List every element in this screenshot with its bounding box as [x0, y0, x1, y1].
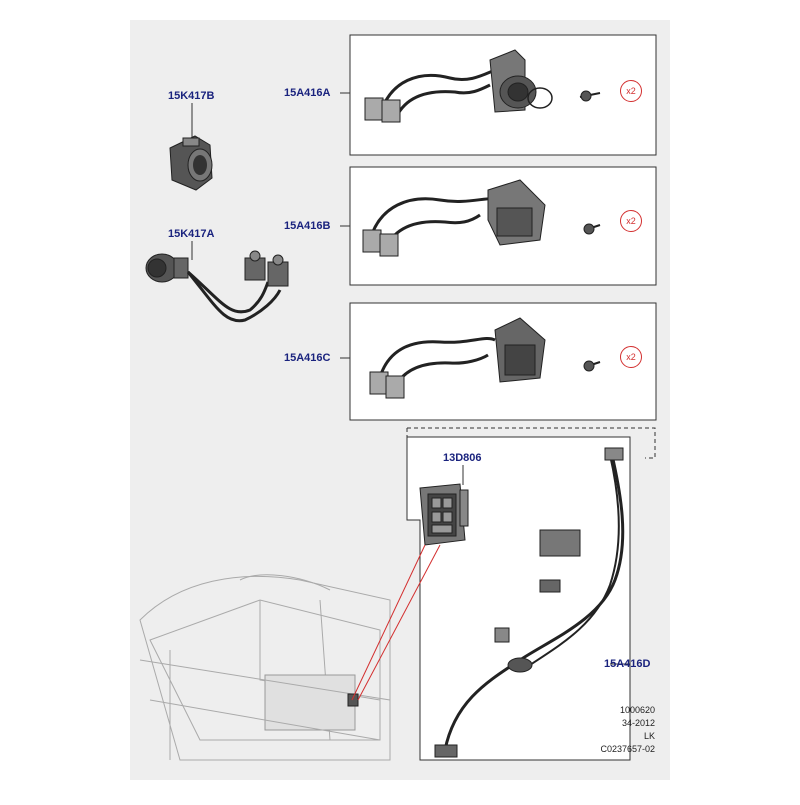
harness-15A416A: [364, 49, 601, 123]
callout-15K417A: 15K417A: [168, 228, 215, 240]
callout-15A416D: 15A416D: [604, 658, 651, 670]
callout-15A416B: 15A416B: [284, 220, 331, 232]
ref-code-1: 1000620: [619, 705, 655, 715]
kit-box-15A416D: [406, 436, 631, 761]
ref-code-3: LK: [643, 731, 655, 741]
location-leader-2: [357, 544, 441, 701]
callout-15K417B: 15K417B: [168, 90, 215, 102]
dashed-connection: [407, 427, 656, 459]
vehicle-cargo-area: [139, 574, 391, 761]
callout-13D806: 13D806: [443, 452, 482, 464]
switch-part-13D806: [419, 483, 469, 546]
location-leader-1: [351, 544, 426, 701]
ref-code-4: C0237657-02: [600, 744, 655, 754]
harness-15A416B: [362, 179, 601, 257]
quantity-marker-c: x2: [620, 346, 642, 368]
quantity-marker-b: x2: [620, 210, 642, 232]
ref-code-2: 34-2012: [621, 718, 655, 728]
adapter-part-15K417A: [145, 250, 289, 323]
quantity-marker-a: x2: [620, 80, 642, 102]
callout-15A416C: 15A416C: [284, 352, 331, 364]
socket-part-15K417B: [169, 135, 213, 191]
harness-15A416D: [434, 447, 625, 758]
callout-15A416A: 15A416A: [284, 87, 331, 99]
harness-15A416C: [369, 317, 601, 399]
